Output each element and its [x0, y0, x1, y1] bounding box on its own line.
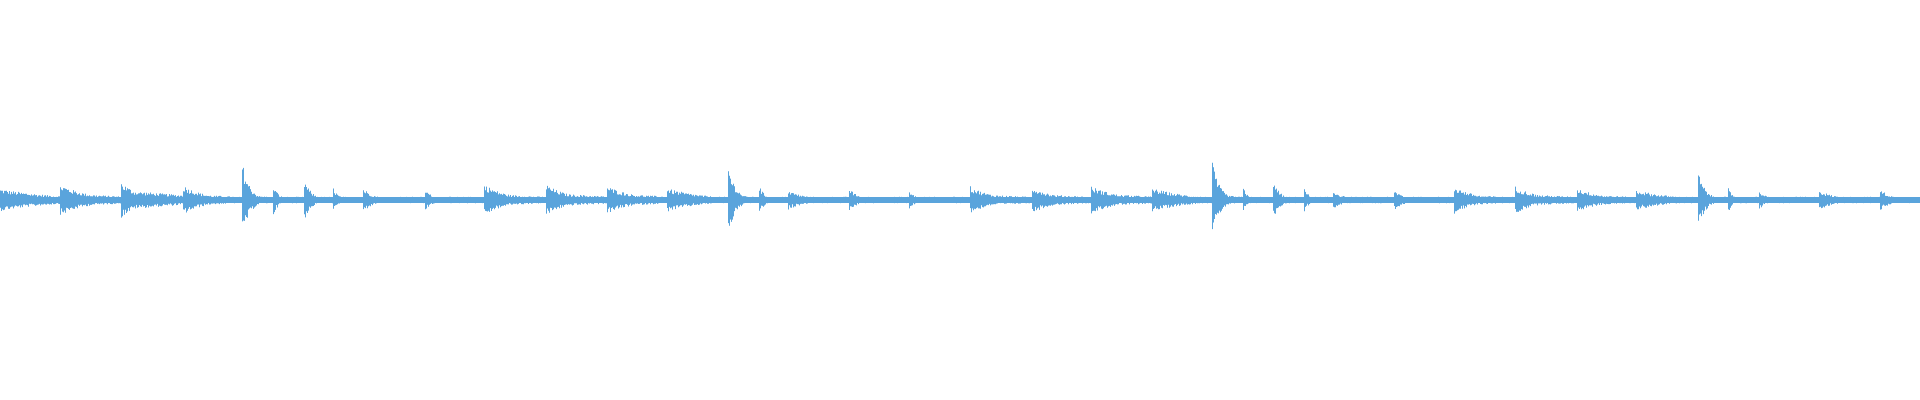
- waveform-peaks: [0, 162, 1920, 230]
- waveform-core: [0, 197, 1920, 203]
- waveform-trace: [0, 162, 1920, 230]
